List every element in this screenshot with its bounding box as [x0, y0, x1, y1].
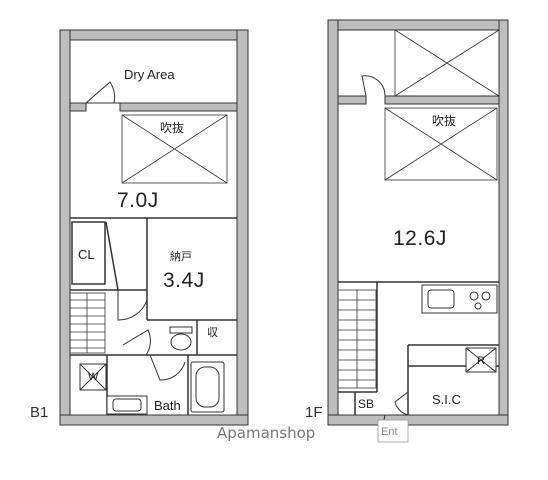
b1-stairs — [69, 292, 106, 354]
b1-void — [121, 114, 228, 184]
f1-main-room-size: 12.6J — [393, 227, 447, 250]
toilet-icon — [169, 326, 193, 351]
closet-label: CL — [78, 247, 95, 262]
f1-void — [384, 107, 498, 181]
f1-upper-void — [394, 29, 500, 97]
bathtub-icon — [190, 361, 225, 413]
washer-label: W — [88, 371, 99, 383]
dry-area-zone — [69, 39, 238, 104]
b1-main-room-size: 7.0J — [117, 189, 159, 212]
fridge-icon — [465, 347, 497, 373]
storage-room-label: 納戸 — [170, 251, 192, 263]
dry-area-label: Dry Area — [124, 67, 175, 82]
f1-floor-label: 1F — [305, 404, 323, 421]
stove-icon — [469, 291, 479, 301]
f1-stairs — [337, 289, 377, 389]
b1-walls — [59, 29, 249, 426]
washer-icon — [79, 363, 107, 391]
f1-partitions — [338, 281, 499, 415]
walk-in-closet-label: S.I.C — [432, 392, 461, 407]
fridge-label: R — [477, 355, 485, 367]
shoe-box-label: SB — [358, 397, 375, 411]
b1-doors — [85, 81, 186, 381]
entrance-label: Ent — [381, 426, 398, 438]
kitchen-counter — [421, 284, 498, 314]
storage-room-size: 3.4J — [163, 269, 205, 292]
f1-void-label: 吹抜 — [432, 114, 457, 128]
f1-walls — [327, 19, 509, 426]
b1-floor-label: B1 — [30, 404, 49, 421]
b1-partitions — [70, 217, 237, 415]
washbasin-icon — [106, 395, 148, 415]
bath-label: Bath — [154, 398, 181, 413]
entrance-area — [377, 419, 409, 443]
b1-void-label: 吹抜 — [160, 121, 185, 135]
small-storage-label: 収 — [207, 327, 218, 339]
watermark-logo: Apamanshop — [217, 424, 316, 442]
